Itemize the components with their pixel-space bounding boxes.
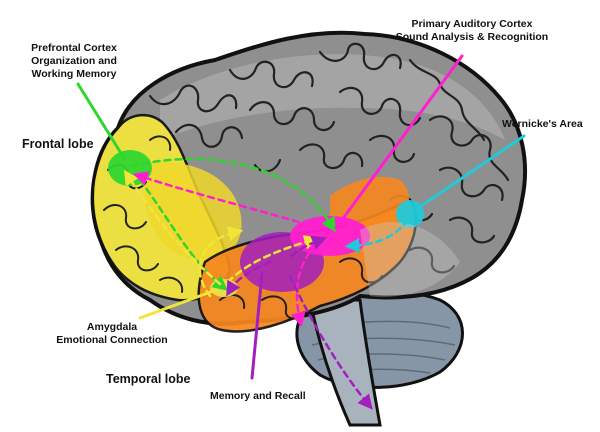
pathway-auditory-prefrontal bbox=[132, 171, 332, 234]
auditory-label: Primary Auditory Cortex Sound Analysis &… bbox=[396, 18, 548, 44]
pathway-wernicke-auditory bbox=[344, 218, 410, 253]
temporal-lobe-label: Temporal lobe bbox=[106, 372, 191, 386]
pathway-amygdala-prefrontal bbox=[123, 169, 222, 286]
prefrontal-sub1: Organization and bbox=[31, 55, 117, 67]
parietal-orange bbox=[330, 176, 409, 228]
pointer-auditory bbox=[334, 54, 464, 230]
pointer-prefrontal bbox=[76, 82, 126, 160]
pathway-memory-auditory bbox=[290, 235, 327, 258]
frontal-shade bbox=[144, 161, 242, 261]
pathway-amygdala-auditory bbox=[226, 235, 320, 284]
pointer-wernicke bbox=[416, 134, 526, 210]
prefrontal-sub2: Working Memory bbox=[31, 68, 117, 80]
prefrontal-label: Prefrontal Cortex Organization and Worki… bbox=[31, 42, 117, 81]
label-pointers bbox=[76, 54, 526, 380]
gyri bbox=[148, 42, 510, 274]
pathway-memory-amygdala bbox=[226, 260, 272, 297]
amygdala-sub: Emotional Connection bbox=[56, 334, 168, 346]
pathways bbox=[123, 157, 410, 410]
amygdala-region bbox=[210, 279, 238, 297]
wernicke-label: Wernicke's Area bbox=[502, 118, 583, 130]
pathway-amygdala-memory bbox=[198, 226, 244, 298]
auditory-title: Primary Auditory Cortex bbox=[411, 18, 533, 30]
brain-highlight bbox=[160, 54, 505, 140]
posterior-overlay bbox=[360, 221, 460, 297]
memory-label: Memory and Recall bbox=[210, 390, 306, 402]
pointer-memory bbox=[250, 272, 264, 380]
pathway-memory-down bbox=[288, 274, 373, 410]
amygdala-label: Amygdala Emotional Connection bbox=[56, 321, 167, 347]
auditory-region bbox=[290, 216, 370, 256]
prefrontal-title: Prefrontal Cortex bbox=[31, 42, 117, 54]
amygdala-title: Amygdala bbox=[86, 321, 138, 333]
auditory-sub: Sound Analysis & Recognition bbox=[395, 31, 549, 43]
frontal-lobe-label: Frontal lobe bbox=[22, 137, 94, 151]
pointer-amygdala bbox=[138, 288, 218, 320]
pathway-prefrontal-auditory bbox=[130, 157, 336, 233]
